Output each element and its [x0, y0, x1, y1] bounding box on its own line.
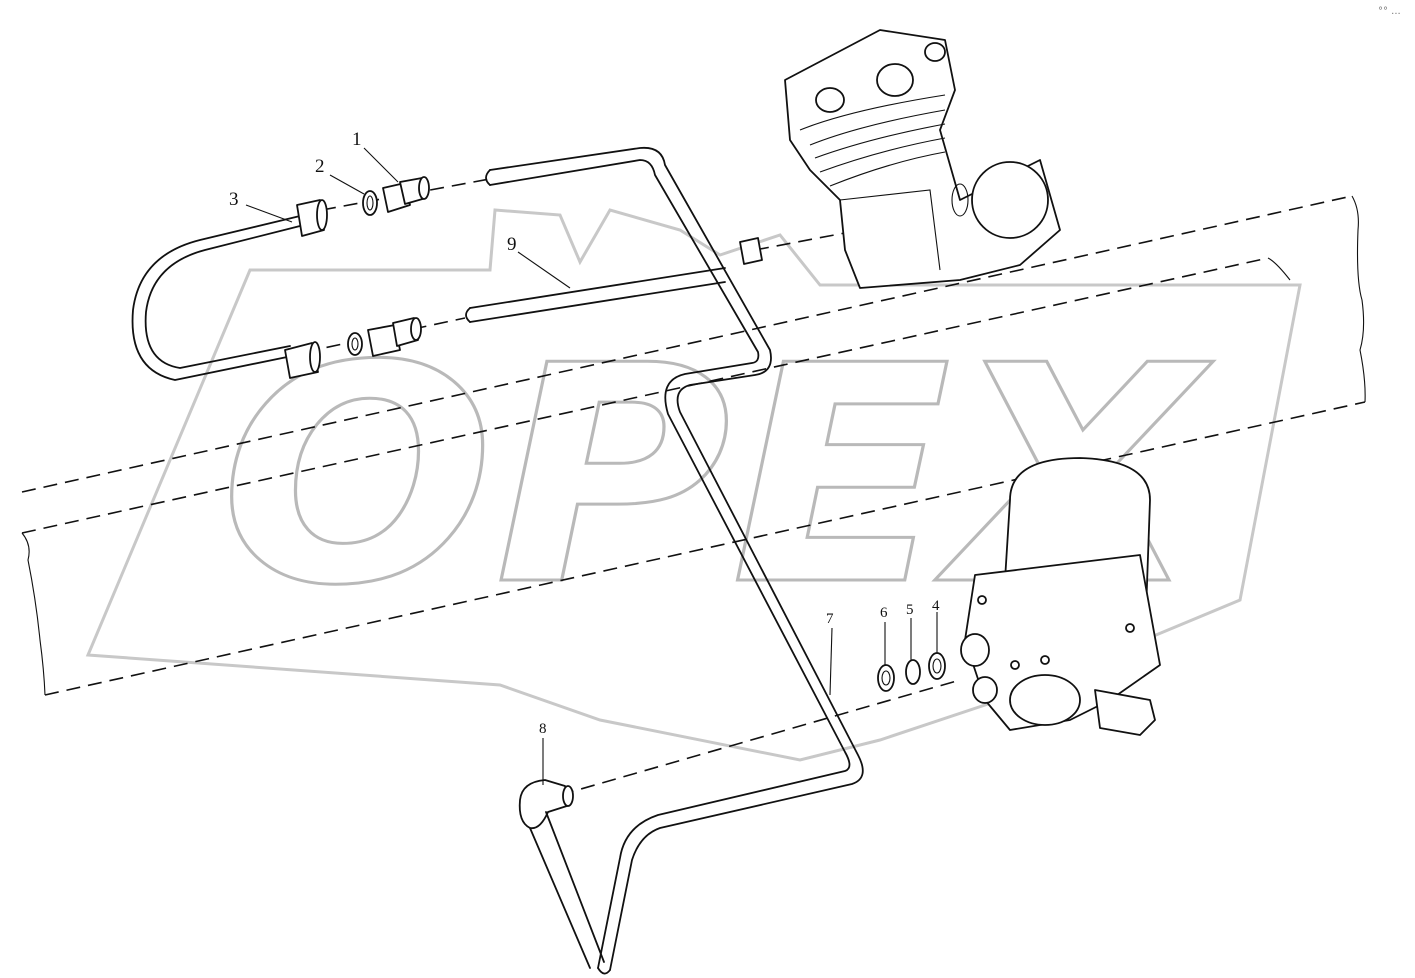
elbow-fitting-8	[518, 779, 605, 969]
pipe-7	[485, 146, 864, 975]
fittings-lower	[284, 317, 422, 379]
callout-3: 3	[229, 189, 239, 210]
fittings-upper	[296, 176, 430, 237]
washers	[877, 652, 946, 692]
pipe-9	[465, 237, 763, 323]
assembly-lines	[304, 177, 961, 796]
callout-9: 9	[507, 234, 517, 255]
callout-4: 4	[932, 598, 940, 614]
callout-6: 6	[880, 605, 888, 621]
pipe-3	[131, 215, 301, 381]
air-compressor-icon	[784, 29, 1061, 289]
corner-mark: °° ...	[1378, 6, 1401, 17]
callout-5: 5	[906, 602, 914, 618]
leader-lines	[245, 147, 938, 785]
frame-rail	[21, 195, 1366, 696]
callouts: 1 2 3 4 5 6 7 8 9	[229, 129, 940, 737]
callout-7: 7	[826, 611, 834, 627]
callout-1: 1	[352, 129, 362, 150]
air-dryer-icon	[960, 457, 1161, 736]
callout-2: 2	[315, 156, 325, 177]
callout-8: 8	[539, 721, 547, 737]
